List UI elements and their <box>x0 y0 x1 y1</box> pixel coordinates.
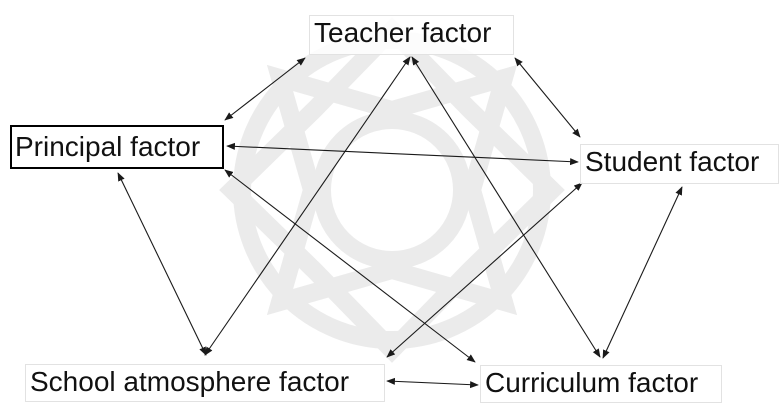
node-school-atmosphere-factor: School atmosphere factor <box>25 364 385 402</box>
node-label: Curriculum factor <box>485 367 699 398</box>
node-label: Student factor <box>585 146 760 177</box>
edge-principal-curriculum <box>224 169 476 363</box>
edge-teacher-principal <box>224 57 306 121</box>
edge-teacher-school <box>204 56 411 356</box>
edge-principal-student <box>226 142 579 166</box>
node-label: Principal factor <box>15 131 201 162</box>
edge-teacher-curriculum <box>411 56 601 358</box>
node-curriculum-factor: Curriculum factor <box>480 365 722 403</box>
node-label: Teacher factor <box>314 17 492 48</box>
node-student-factor: Student factor <box>580 144 779 184</box>
edge-student-curriculum <box>602 186 683 359</box>
edge-student-school <box>386 182 583 358</box>
node-label: School atmosphere factor <box>30 366 350 397</box>
edge-principal-school <box>117 172 207 356</box>
edge-teacher-student <box>514 57 581 138</box>
node-teacher-factor: Teacher factor <box>309 15 514 55</box>
edge-school-curriculum <box>386 377 479 389</box>
node-principal-factor: Principal factor <box>10 125 224 169</box>
